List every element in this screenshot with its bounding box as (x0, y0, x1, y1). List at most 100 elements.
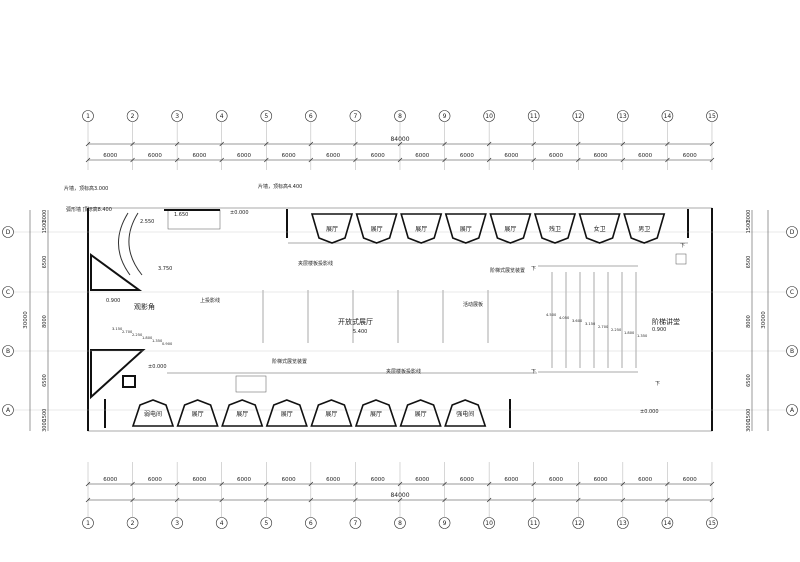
dim-bottom-bay-bay-9: 6000 (460, 477, 474, 483)
dim-top-bay-bay-11: 6000 (549, 153, 563, 159)
stair-level-right-3: 3.150 (585, 322, 596, 326)
dim-bottom-total-tick-8 (397, 497, 403, 503)
room-top-label-5: 残卫 (549, 225, 561, 233)
grid-label-8: 8 (398, 520, 402, 527)
label-movable-board: 活动展板 (463, 301, 483, 308)
label-wall-4400: 片墙，顶标高4.400 (258, 183, 302, 190)
room-top-label-3: 展厅 (460, 226, 472, 233)
dim-bottom-bay-bay-5: 6000 (282, 477, 296, 483)
level-0-top: ±0.000 (230, 210, 249, 216)
dim-seg-right-in-6: 3000 (746, 419, 752, 432)
dim-top-bay-bay-9: 6000 (460, 153, 474, 159)
grid-bubble-15 (706, 517, 718, 529)
label-stepped-device-left: 阶梯式展览装置 (272, 358, 307, 365)
grid-bubble-3 (171, 110, 183, 122)
room-bottom-label-7: 强电间 (456, 410, 474, 418)
grid-label-7: 7 (354, 113, 358, 120)
dim-bottom-total-tick-1 (85, 497, 91, 503)
dim-top-bay-tick-7 (353, 157, 358, 163)
dim-side-total-right: 30000 (761, 311, 767, 329)
dim-seg-right-in-5: 1500 (746, 409, 752, 422)
dim-bottom-bay-tick-1 (85, 481, 91, 487)
grid-label-4: 4 (220, 113, 224, 120)
dim-bottom-bay-tick-3 (174, 481, 180, 487)
dim-bottom-bay-bay-3: 6000 (192, 477, 206, 483)
row-bubble-right-B (786, 345, 798, 357)
label-open-hall: 开放式展厅 (338, 317, 373, 326)
row-label-left-B: B (6, 348, 10, 355)
row-label-left-D: D (6, 229, 11, 236)
dim-top-total-tick-3 (174, 141, 180, 147)
stair-level-left-4: 1.350 (152, 339, 163, 343)
grid-label-11: 11 (530, 520, 538, 527)
grid-bubble-13 (617, 110, 629, 122)
dim-bottom-total-total: 84000 (390, 492, 409, 499)
row-label-right-C: C (790, 289, 794, 296)
grid-label-2: 2 (131, 113, 135, 120)
dim-bottom-bay-tick-10 (486, 481, 492, 487)
grid-label-10: 10 (485, 113, 493, 120)
row-bubble-right-A (786, 404, 798, 416)
grid-bubble-3 (171, 517, 183, 529)
grid-bubble-6 (305, 517, 317, 529)
dim-top-bay-bay-7: 6000 (371, 153, 385, 159)
dim-bottom-total-tick-6 (308, 497, 314, 503)
grid-bubble-5 (260, 110, 273, 122)
grid-label-6: 6 (309, 520, 313, 527)
room-bottom-label-5: 展厅 (370, 411, 382, 418)
grid-label-14: 14 (664, 113, 672, 120)
room-top-label-6: 女卫 (594, 225, 606, 233)
grid-bubble-11 (527, 517, 540, 529)
grid-bubble-10 (483, 517, 495, 529)
grid-label-14: 14 (664, 520, 672, 527)
grid-label-5: 5 (264, 520, 268, 527)
stair-level-right-1: 4.050 (559, 316, 570, 320)
dim-top-bay-tick-4 (219, 157, 224, 163)
grid-bubble-9 (438, 517, 451, 529)
room-top-1 (355, 213, 398, 244)
grid-bubble-9 (438, 110, 451, 122)
dim-bottom-total-tick-13 (620, 497, 626, 503)
grid-bubble-6 (305, 110, 317, 122)
dim-bottom-bay-tick-4 (219, 481, 224, 487)
dim-top-total-tick-14 (665, 141, 670, 147)
room-bottom-label-3: 展厅 (281, 411, 293, 418)
grid-label-4: 4 (220, 520, 224, 527)
building-outline (87, 207, 713, 432)
room-bottom-label-0: 弱电间 (144, 410, 162, 418)
grid-label-9: 9 (443, 520, 447, 527)
grid-label-5: 5 (264, 113, 268, 120)
dim-seg-right-inner-0: 3000 (42, 210, 48, 223)
dim-bottom-bay-bay-13: 6000 (638, 477, 652, 483)
room-top-0 (310, 213, 354, 244)
room-top-2 (400, 213, 443, 244)
label-viewing-corner: 观影角 (134, 302, 155, 311)
dim-top-total-tick-10 (486, 141, 492, 147)
grid-bubble-1 (82, 517, 94, 529)
label-mezz-proj-bottom: 夹层楼板投影线 (386, 368, 421, 375)
dim-top-bay-bay-3: 6000 (192, 153, 206, 159)
level-lecture: 0.900 (652, 327, 666, 333)
dim-seg-right-inner-6: 3000 (42, 419, 48, 432)
stair-level-left-2: 2.250 (132, 333, 143, 337)
grid-bubble-10 (483, 110, 495, 122)
dim-bottom-bay-tick-5 (264, 481, 269, 487)
room-bottom-2 (221, 399, 264, 427)
stair-level-left-0: 3.150 (112, 327, 123, 331)
dim-top-bay-tick-9 (442, 157, 447, 163)
grid-bubble-13 (617, 517, 629, 529)
dim-top-bay-tick-3 (174, 157, 180, 163)
row-label-right-A: A (790, 407, 795, 414)
grid-label-3: 3 (175, 113, 179, 120)
down-marker-0: 下 (680, 243, 685, 249)
dim-bottom-bay-bay-4: 6000 (237, 477, 251, 483)
dim-seg-right-in-3: 8000 (746, 315, 752, 328)
dim-bottom-bay-tick-13 (620, 481, 626, 487)
dim-top-bay-tick-14 (665, 157, 670, 163)
stair-level-right-4: 2.700 (598, 325, 609, 329)
grid-label-9: 9 (443, 113, 447, 120)
level-0-left: ±0.000 (148, 364, 167, 370)
grid-label-7: 7 (354, 520, 358, 527)
grid-bubble-5 (260, 517, 273, 529)
